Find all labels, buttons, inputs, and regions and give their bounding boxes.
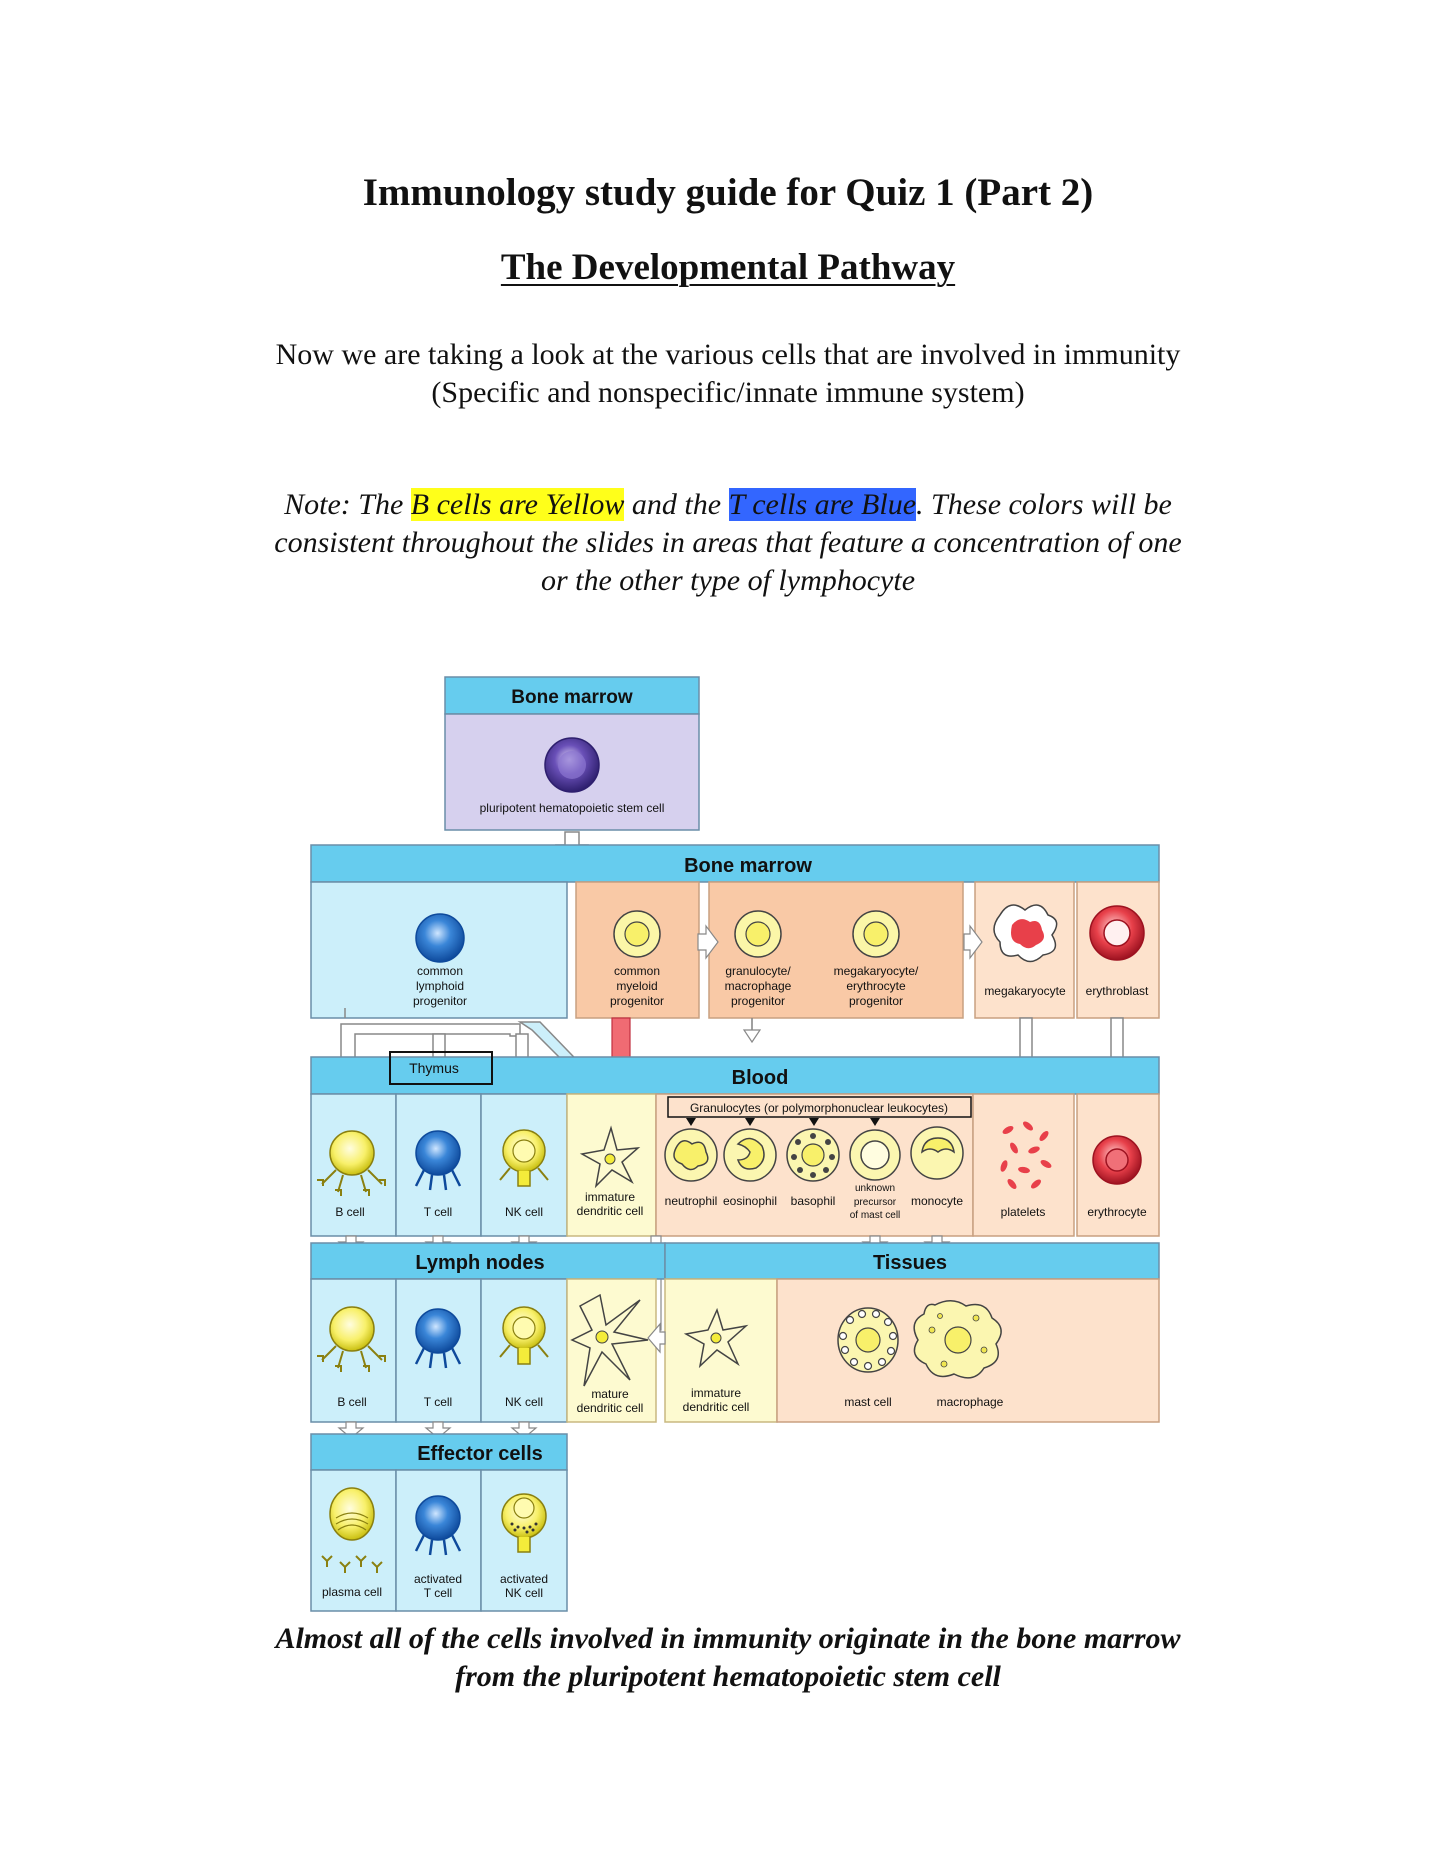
mast-cell-label: mast cell <box>844 1395 891 1409</box>
erythrocyte-label: erythrocyte <box>1087 1205 1147 1219</box>
mast-precursor-icon <box>849 1129 901 1181</box>
stem-header: Bone marrow <box>511 687 633 708</box>
document-subtitle: The Developmental Pathway <box>0 246 1456 289</box>
neutrophil-icon <box>664 1128 718 1182</box>
monocyte-label: monocyte <box>911 1194 963 1208</box>
activated-t-label-2: T cell <box>424 1586 452 1600</box>
arrow-left-icon <box>647 1322 666 1354</box>
thymus-label: Thymus <box>409 1060 459 1076</box>
precursor-label-3: of mast cell <box>850 1210 901 1221</box>
intro-line-1: Now we are taking a look at the various … <box>275 338 1181 371</box>
b-cells-yellow-highlight: B cells are Yellow <box>410 488 625 521</box>
dendritic-label-1: immature <box>585 1190 635 1204</box>
blood-b-cell-label: B cell <box>335 1205 364 1219</box>
t-cell-icon <box>414 1130 462 1191</box>
activated-nk-cell-icon <box>501 1493 547 1553</box>
mep-label-2: erythrocyte <box>846 979 906 993</box>
lymph-nodes-header: Lymph nodes <box>415 1252 544 1274</box>
lymphoid-label-2: lymphoid <box>416 979 464 993</box>
precursor-label-2: precursor <box>854 1197 897 1208</box>
lymph-t-cell-label: T cell <box>424 1395 452 1409</box>
mature-dendritic-label-2: dendritic cell <box>577 1401 644 1415</box>
activated-t-label-1: activated <box>414 1572 462 1586</box>
note-line-2: consistent throughout the slides in area… <box>274 526 1182 559</box>
basophil-label: basophil <box>791 1194 836 1208</box>
t-cells-blue-highlight: T cells are Blue <box>728 488 917 521</box>
activated-nk-label-2: NK cell <box>505 1586 543 1600</box>
closing-line-1: Almost all of the cells involved in immu… <box>275 1622 1181 1655</box>
megakaryocyte-label: megakaryocyte <box>984 984 1066 998</box>
lymph-t-cell-icon <box>414 1308 462 1369</box>
document-title: Immunology study guide for Quiz 1 (Part … <box>362 171 1094 214</box>
tissues-header: Tissues <box>873 1252 947 1274</box>
plasma-cell-icon <box>321 1487 383 1573</box>
monocyte-icon <box>910 1126 964 1180</box>
note-line-3: or the other type of lymphocyte <box>540 564 916 597</box>
granulocyte-label-1: granulocyte/ <box>725 964 791 978</box>
blood-t-cell-label: T cell <box>424 1205 452 1219</box>
arrow-right-icon-2 <box>963 924 983 960</box>
precursor-label-1: unknown <box>855 1183 895 1194</box>
blood-header: Blood <box>732 1067 789 1089</box>
myeloid-label-2: myeloid <box>616 979 657 993</box>
blood-section: Blood Thymus Granulocytes (or polymorpho… <box>310 1051 1160 1237</box>
b-cell-icon <box>317 1130 386 1196</box>
stem-cell-section: Bone marrow pluripotent hematopoietic st… <box>444 676 700 831</box>
note-middle: and the <box>624 488 729 521</box>
lymph-b-cell-label: B cell <box>337 1395 366 1409</box>
lymph-tissue-section: Lymph nodes Tissues B cell T cell NK <box>310 1242 1160 1423</box>
effector-header: Effector cells <box>417 1443 543 1465</box>
blood-nk-cell-label: NK cell <box>505 1205 543 1219</box>
myeloid-label-3: progenitor <box>610 994 664 1008</box>
mature-dendritic-label-1: mature <box>591 1387 629 1401</box>
note-line-1: Note: The B cells are Yellow and the T c… <box>0 488 1456 522</box>
bone-marrow-header: Bone marrow <box>684 855 812 877</box>
myeloid-label-1: common <box>614 964 660 978</box>
eosinophil-label: eosinophil <box>723 1194 777 1208</box>
note-suffix: . These colors will be <box>916 488 1172 521</box>
platelets-label: platelets <box>1001 1205 1046 1219</box>
macrophage-label: macrophage <box>937 1395 1004 1409</box>
lymph-nk-cell-icon <box>499 1306 549 1365</box>
platelets-icon <box>1000 1121 1052 1189</box>
mep-label-1: megakaryocyte/ <box>834 964 919 978</box>
neutrophil-label: neutrophil <box>665 1194 718 1208</box>
tissue-dendritic-label-2: dendritic cell <box>683 1400 750 1414</box>
nk-cell-icon <box>499 1129 549 1187</box>
lymph-b-cell-icon <box>317 1306 386 1372</box>
erythroblast-label: erythroblast <box>1086 984 1149 998</box>
effector-section: Effector cells plasma cell activated T c… <box>310 1433 568 1612</box>
thymus-box <box>389 1051 493 1085</box>
closing-line-2: from the pluripotent hematopoietic stem … <box>455 1660 1001 1693</box>
eosinophil-icon <box>723 1128 777 1182</box>
granulocyte-label-2: macrophage <box>725 979 792 993</box>
granulocytes-label: Granulocytes (or polymorphonuclear leuko… <box>690 1101 948 1115</box>
activated-t-cell-icon <box>414 1495 462 1556</box>
mature-dendritic-icon <box>570 1293 649 1387</box>
macrophage-icon <box>913 1300 1002 1379</box>
lymph-nk-cell-label: NK cell <box>505 1395 543 1409</box>
arrow-right-icon <box>697 924 719 960</box>
plasma-cell-label: plasma cell <box>322 1585 382 1599</box>
lymphoid-label-1: common <box>417 964 463 978</box>
tissue-dendritic-label-1: immature <box>691 1386 741 1400</box>
intro-line-2: (Specific and nonspecific/innate immune … <box>431 376 1025 409</box>
dendritic-label-2: dendritic cell <box>577 1204 644 1218</box>
mast-cell-icon <box>837 1307 899 1373</box>
stem-cell-label: pluripotent hematopoietic stem cell <box>480 801 665 815</box>
granulocytes-bar <box>667 1096 972 1118</box>
lymphoid-progenitor-icon <box>415 913 465 963</box>
small-arrow-icon <box>742 1018 762 1044</box>
mep-label-3: progenitor <box>849 994 903 1008</box>
basophil-icon <box>786 1128 840 1182</box>
lymphoid-label-3: progenitor <box>413 994 467 1008</box>
note-prefix: Note: The <box>284 488 411 521</box>
lymph-to-effector-arrows <box>337 1421 538 1439</box>
activated-nk-label-1: activated <box>500 1572 548 1586</box>
bone-marrow-section: Bone marrow common lymphoid progenitor c… <box>310 844 1160 1019</box>
granulocyte-label-3: progenitor <box>731 994 785 1008</box>
subtitle-text: The Developmental Pathway <box>500 247 956 288</box>
